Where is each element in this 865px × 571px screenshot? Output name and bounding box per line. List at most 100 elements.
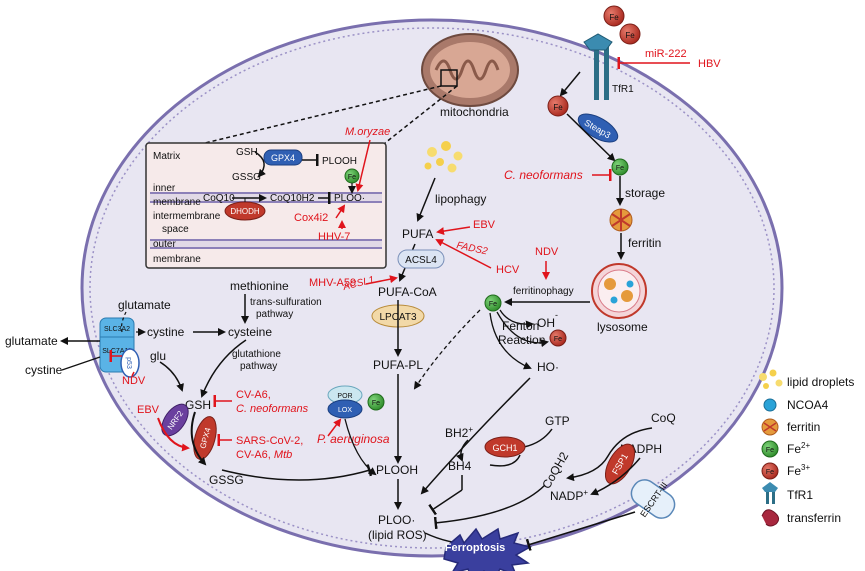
lox-label: LOX (338, 407, 352, 414)
lox-oval (327, 399, 363, 419)
fe3-endosome-icon (547, 95, 569, 117)
plooh-label: PLOOH (376, 463, 418, 477)
cysteine-label: cysteine (228, 325, 272, 339)
slc7a11-label: SLC7A11 (102, 348, 132, 355)
legend-fe2-icon (761, 440, 779, 458)
svg-text:Fe: Fe (553, 103, 563, 112)
legend-fe3-icon (761, 462, 779, 480)
m-oryzae-label: M.oryzae (345, 126, 390, 138)
svg-text:Fe: Fe (616, 165, 624, 172)
glutathione-label: glutathione (232, 349, 281, 360)
gtp-label: GTP (545, 414, 570, 428)
svg-text:Fe: Fe (766, 447, 774, 454)
pufa-coa-label: PUFA-CoA (378, 285, 437, 299)
ploo-label: PLOO· (378, 513, 415, 527)
svg-text:Fe: Fe (625, 31, 635, 40)
glutamate-in-label: glutamate (118, 298, 171, 312)
ferritin-label: ferritin (628, 236, 661, 250)
coq10-label: CoQ10 (203, 193, 235, 204)
tfr1-label: TfR1 (612, 84, 634, 95)
reaction-label: Reaction (498, 333, 545, 347)
ferroptosis-label: Ferroptosis (445, 542, 506, 554)
transferrin-icon: Fe Fe (603, 5, 641, 45)
dhodh-label: DHODH (230, 207, 260, 216)
hcv-label: HCV (496, 264, 520, 276)
inner-label: inner (153, 183, 176, 194)
cystine-in-label: cystine (147, 325, 185, 339)
bh4-label: BH4 (448, 459, 472, 473)
fe2-lox-icon (367, 393, 385, 411)
inner-membrane-label: membrane (153, 197, 201, 208)
mito-gsh: GSH (236, 147, 258, 158)
legend-ncoa4: NCOA4 (787, 398, 829, 412)
mito-plooh: PLOOH (322, 156, 357, 167)
svg-text:Fe: Fe (489, 301, 497, 308)
mir222-label: miR-222 (645, 48, 687, 60)
legend-ferritin: ferritin (787, 420, 820, 434)
slc3a2-label: SLC3A2 (104, 326, 130, 333)
trans-pathway-label: pathway (256, 309, 293, 320)
coq-label: CoQ (651, 411, 676, 425)
lipophagy-label: lipophagy (435, 192, 486, 206)
fe3-fenton-icon (549, 329, 567, 347)
ferroptosis-burst-icon (443, 527, 532, 571)
lysosome-label: lysosome (597, 320, 648, 334)
ndv-iron-label: NDV (535, 246, 559, 258)
cv-a6-mtb-label: CV-A6, Mtb (236, 449, 292, 461)
bh2-label: BH2+ (445, 425, 473, 440)
ho-dot-label: HO· (537, 360, 559, 374)
legend-tfr1: TfR1 (787, 488, 813, 502)
methionine-label: methionine (230, 279, 289, 293)
legend-ncoa4-icon (763, 398, 777, 412)
fe2-fenton-icon (484, 294, 502, 312)
escrt-pill (630, 479, 676, 519)
outer-membrane-label: membrane (153, 254, 201, 265)
trans-sulfuration-label: trans-sulfuration (250, 297, 322, 308)
legend-fe3: Fe3+ (787, 463, 810, 478)
svg-text:Fe: Fe (766, 469, 774, 476)
mito-gpx4-pill (263, 149, 303, 166)
legend-fe2: Fe2+ (787, 441, 810, 456)
oh-minus-label: OH (537, 316, 555, 330)
hbv-label: HBV (698, 58, 721, 70)
legend-lipid-droplet-icon (759, 369, 783, 389)
space-label: space (162, 224, 189, 235)
legend-transferrin-icon (761, 509, 780, 527)
acsl4-label: ACSL4 (405, 255, 437, 266)
cystine-out-label: cystine (25, 363, 63, 377)
legend-ferritin-icon (761, 418, 779, 436)
cv-a6-label: CV-A6, (236, 389, 271, 401)
mhv-a59-label: MHV-A59 (309, 277, 356, 289)
pufa-pl-label: PUFA-PL (373, 358, 423, 372)
nadp-label: NADP+ (550, 488, 588, 503)
c-neoformans-gsh-label: C. neoformans (236, 403, 309, 415)
svg-text:-: - (555, 310, 558, 320)
mito-ploo: PLOO· (334, 193, 365, 204)
tfr1-icon (583, 33, 613, 100)
mitochondria-label: mitochondria (440, 105, 509, 119)
mito-gpx4: GPX4 (271, 153, 295, 163)
gch1-oval (484, 436, 526, 458)
lipid-ros-label: (lipid ROS) (368, 528, 427, 542)
ferritinophagy-label: ferritinophagy (513, 286, 574, 297)
glutathione-pathway-label: pathway (240, 361, 277, 372)
fenton-label: Fenton (502, 319, 539, 333)
c-neoformans-iron-label: C. neoformans (504, 168, 583, 182)
storage-label: storage (625, 186, 665, 200)
lysosome-icon (591, 263, 647, 319)
svg-text:Fe: Fe (554, 336, 562, 343)
p53-label: p53 (125, 357, 132, 369)
ndv-gsh-label: NDV (122, 375, 146, 387)
cox4i2-label: Cox4i2 (294, 212, 328, 224)
pufa-label: PUFA (402, 227, 433, 241)
coq10h2-label: CoQ10H2 (270, 193, 315, 204)
acsl4-pill (397, 249, 445, 269)
gsh-label: GSH (185, 398, 211, 412)
ebv-pufa-label: EBV (473, 219, 496, 231)
p53-oval (120, 348, 140, 378)
hhv7-label: HHV-7 (318, 231, 350, 243)
p-aeruginosa-label: P. aeruginosa (317, 432, 390, 446)
mito-gssg: GSSG (232, 172, 261, 183)
gssg-label: GSSG (209, 473, 244, 487)
intermembrane-label: intermembrane (153, 211, 221, 222)
